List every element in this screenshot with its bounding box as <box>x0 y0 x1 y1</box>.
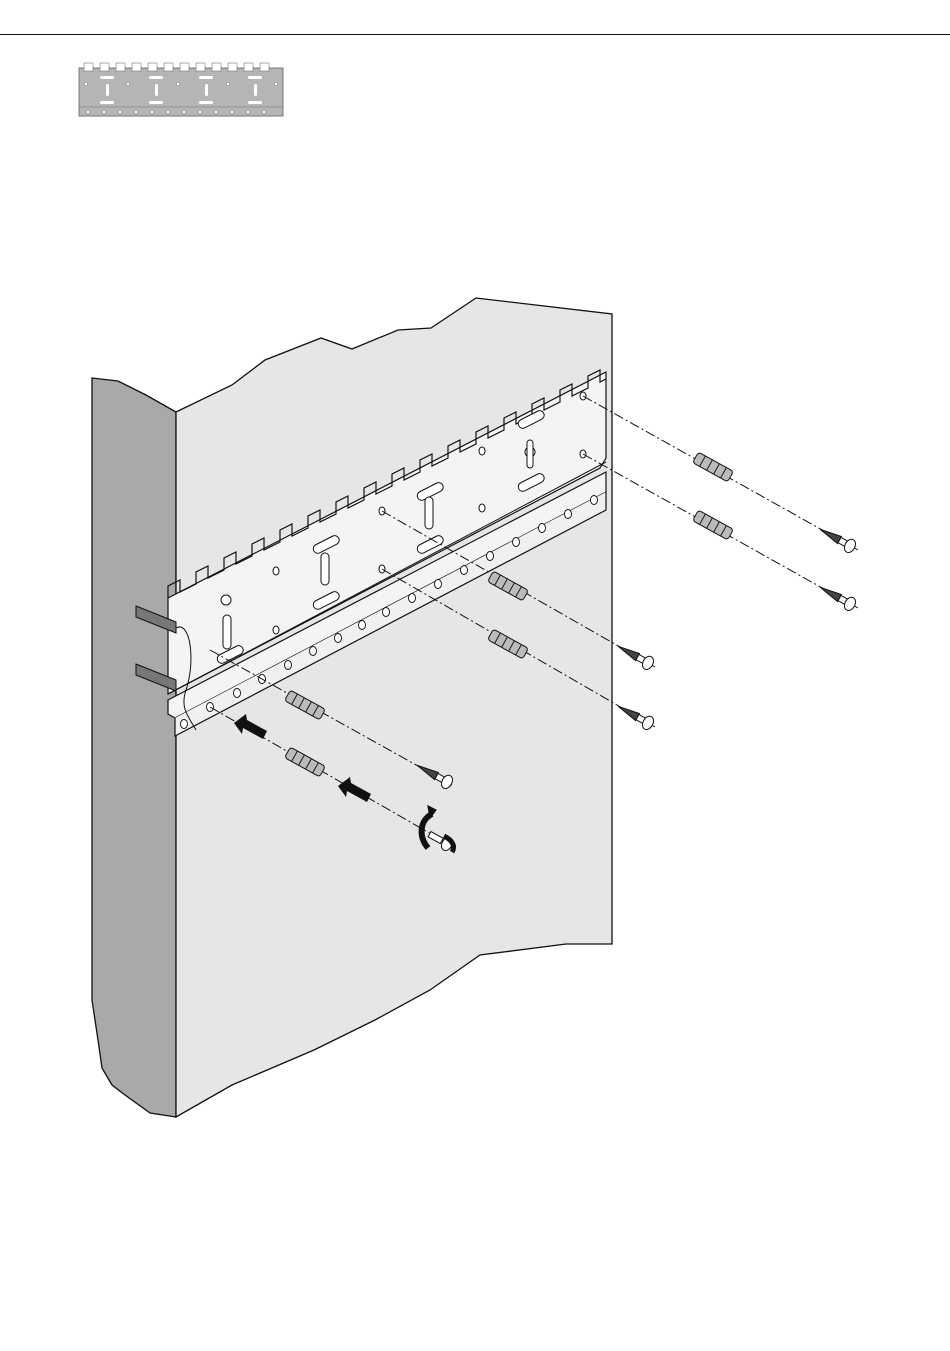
wall-mounting-illustration <box>80 290 880 1130</box>
wall-mount-illustration <box>80 290 880 1130</box>
wall-edge <box>92 378 176 1117</box>
wall-rail-thumbnail <box>78 62 284 118</box>
wall-rail-bracket-icon <box>78 62 284 118</box>
header-rule <box>0 34 950 35</box>
